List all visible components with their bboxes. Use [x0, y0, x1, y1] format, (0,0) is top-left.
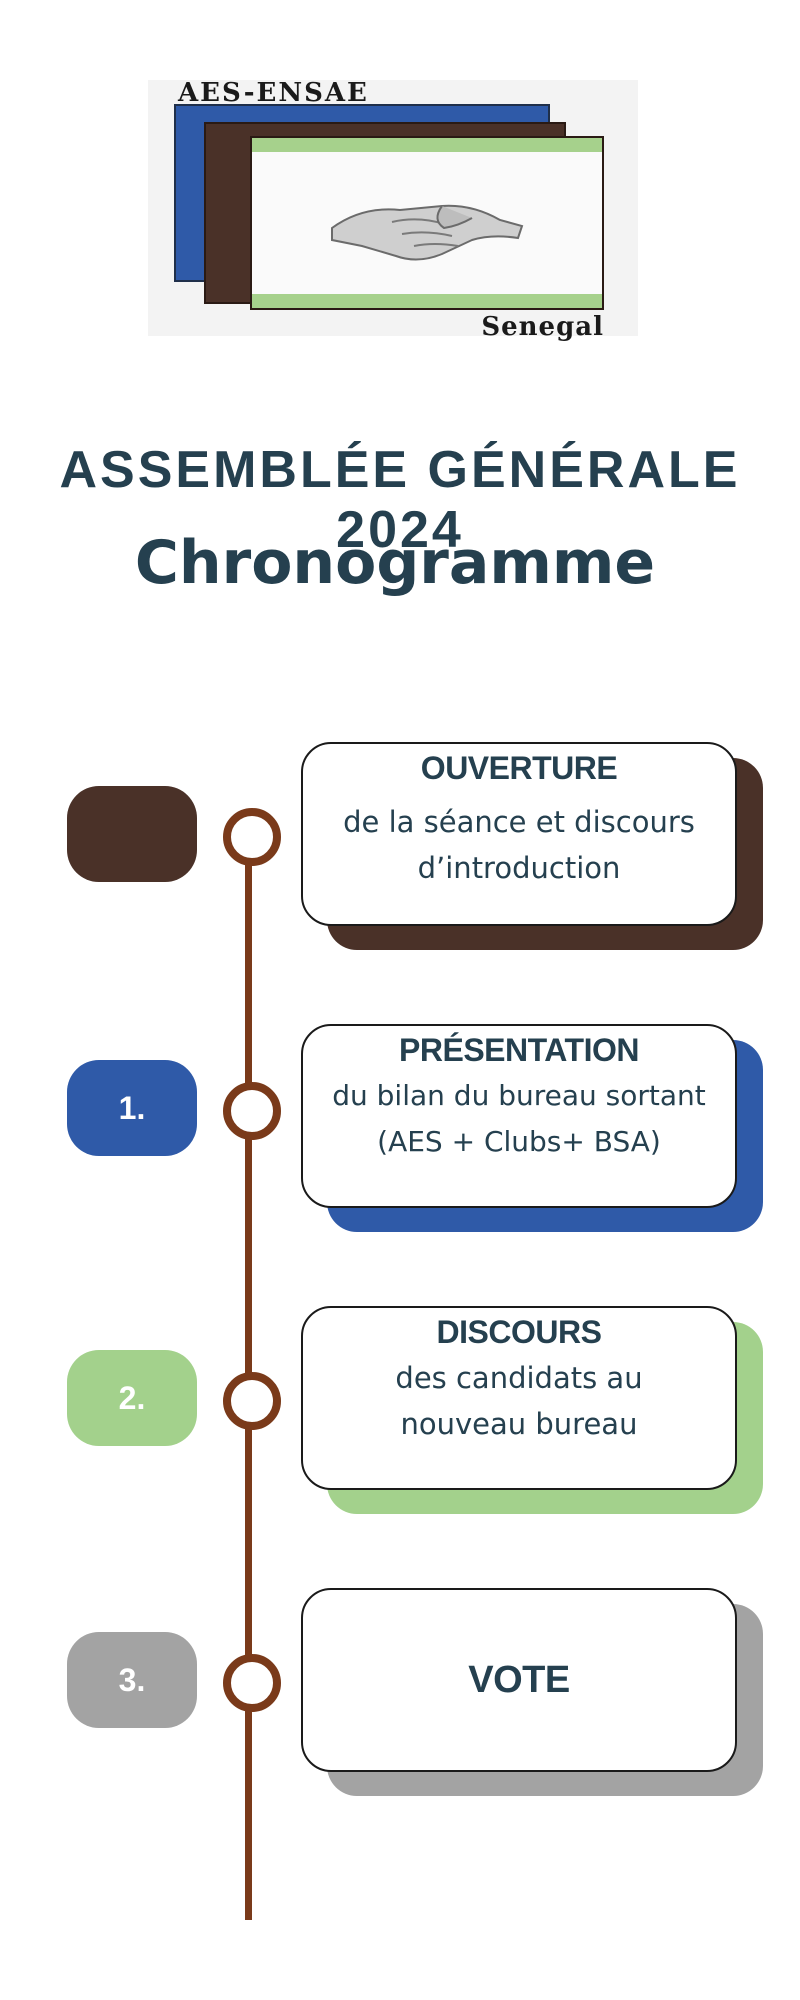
timeline-node	[223, 1372, 281, 1430]
card-heading: DISCOURS	[436, 1314, 602, 1350]
card-heading: OUVERTURE	[420, 750, 618, 786]
timeline-pill-1: 1.	[67, 1060, 197, 1156]
timeline-pill-3: 3.	[67, 1632, 197, 1728]
card-heading: VOTE	[468, 1658, 570, 1701]
timeline-pill-0	[67, 786, 197, 882]
handshake-icon	[331, 204, 524, 261]
timeline-card-3: VOTE	[301, 1588, 737, 1772]
card-text: du bilan du bureau sortant (AES + Clubs+…	[332, 1079, 706, 1158]
page-title: ASSEMBLÉE GÉNÉRALE 2024	[59, 441, 741, 559]
logo-green-stripe	[252, 294, 602, 308]
timeline-card-1: PRÉSENTATION du bilan du bureau sortant …	[301, 1024, 737, 1208]
timeline-node	[223, 1082, 281, 1140]
timeline-node	[223, 808, 281, 866]
page-subtitle: Chronogramme	[134, 528, 656, 598]
aes-ensae-logo: AES-ENSAE Senegal	[148, 78, 638, 342]
logo-white-panel	[250, 136, 604, 310]
timeline-card-0: OUVERTURE de la séance et discours d’int…	[301, 742, 737, 926]
card-text: des candidats au nouveau bureau	[395, 1361, 643, 1441]
logo-green-stripe	[252, 138, 602, 152]
timeline-pill-2: 2.	[67, 1350, 197, 1446]
card-heading: PRÉSENTATION	[399, 1032, 639, 1068]
logo-top-text: AES-ENSAE	[178, 78, 369, 108]
timeline-node	[223, 1654, 281, 1712]
logo-bottom-text: Senegal	[481, 312, 604, 342]
timeline-card-2: DISCOURS des candidats au nouveau bureau	[301, 1306, 737, 1490]
card-text: de la séance et discours d’introduction	[343, 805, 695, 885]
